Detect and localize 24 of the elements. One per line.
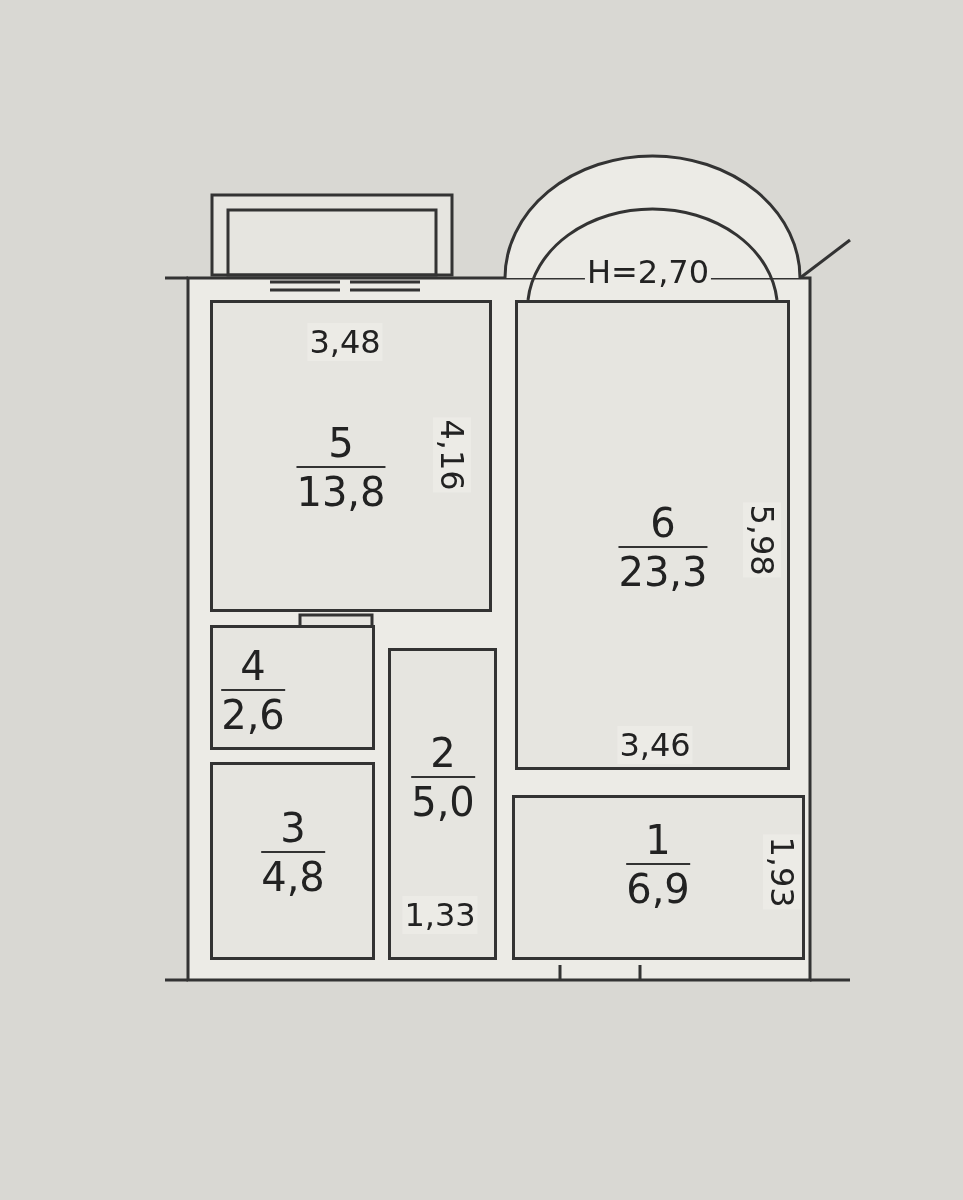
room-area: [388, 648, 497, 960]
room-area-value: 13,8: [296, 468, 386, 516]
room-area-value: 4,8: [261, 853, 325, 901]
room-number: 2: [411, 730, 475, 778]
room-area: [210, 625, 375, 750]
dimension-text: 4,16: [433, 417, 471, 493]
dimension-text: 5,98: [743, 502, 781, 578]
room-area-value: 23,3: [618, 548, 708, 596]
dimension-text: 1,93: [763, 834, 801, 910]
room-area-value: 2,6: [221, 691, 285, 739]
dimension-text: 3,48: [307, 323, 383, 361]
dimension-text: 1,33: [402, 896, 478, 934]
room-area: [512, 795, 805, 960]
room-number: 6: [618, 500, 708, 548]
room-number: 4: [221, 643, 285, 691]
dimension-text: 3,46: [617, 726, 693, 764]
room-number: 3: [261, 805, 325, 853]
room-area: [515, 300, 790, 770]
room-number: 5: [296, 420, 386, 468]
room-area: [210, 762, 375, 960]
room-number: 1: [626, 817, 690, 865]
room-area: [210, 300, 492, 612]
room-area-value: 5,0: [411, 778, 475, 826]
room-area-value: 6,9: [626, 865, 690, 913]
